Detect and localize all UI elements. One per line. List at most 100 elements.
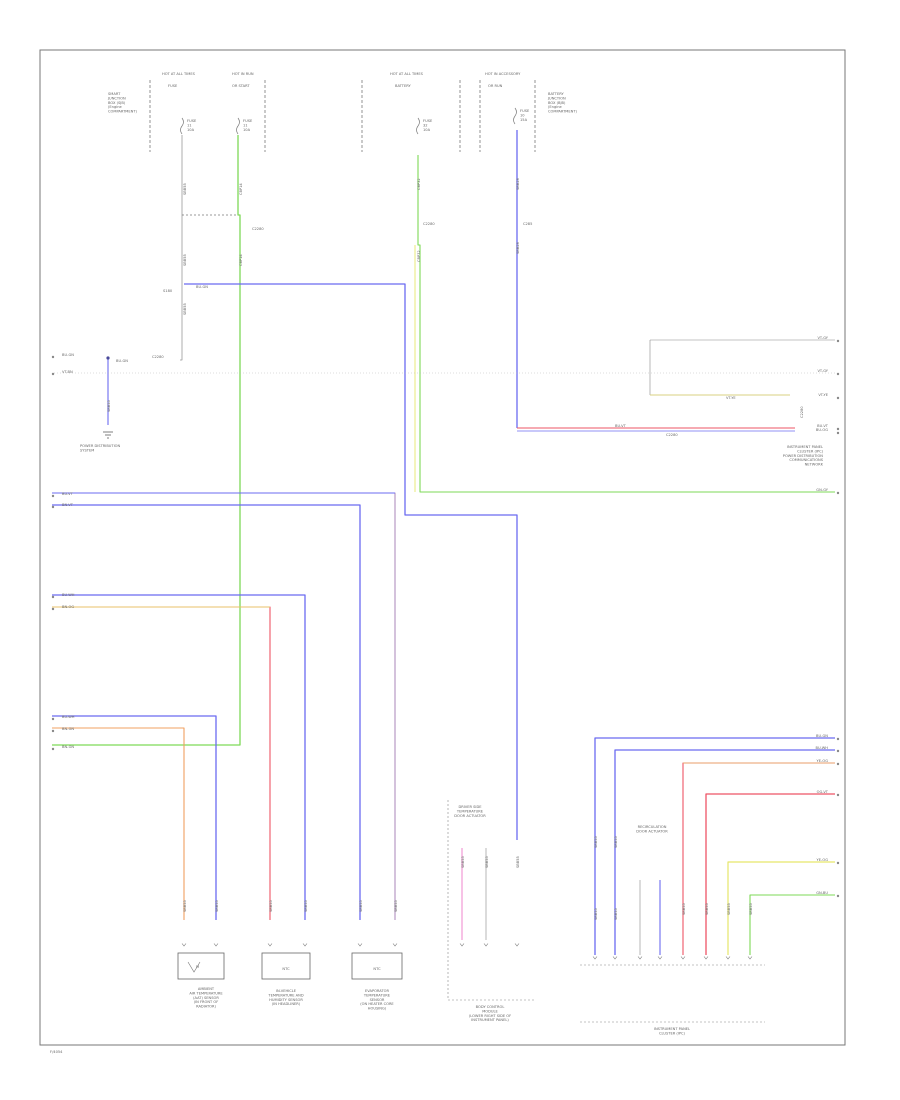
wc-fuse-b-2: CBP14 [239,254,243,266]
connector-glyph-13 [680,956,686,960]
wc-fuse-a-2: SBB55 [183,254,187,266]
connector-glyph-15 [725,956,731,960]
left-label-1b: BU-GN [116,359,128,363]
right-label-9: OG-VT [817,790,829,794]
connector-glyph-8 [514,943,520,947]
fuse-c-sub: BATTERY [395,84,412,88]
splice-s180 [106,356,110,360]
connector-glyph-12 [657,956,663,960]
bottom-wire-code-15: SBB55 [727,903,731,915]
right-pin-1 [836,372,840,376]
bottom-wire-code-14: SBB55 [705,903,709,915]
bottom-wire-code-9: SBB55 [594,908,598,920]
bottom-wire-code-16: SBB55 [749,903,753,915]
left-pin-4 [51,595,55,599]
fuse-a-sub: FUSE [168,84,178,88]
bottom-wire-code-7: SBB55 [485,856,489,868]
connector-glyph-3 [302,943,308,947]
wc-ground: SBB55 [107,400,111,412]
wire-s180-blue [184,283,518,840]
wire-ipc-1 [594,737,835,955]
left-pin-8 [51,747,55,751]
fuse-b-sub: OR START [232,84,250,88]
connector-glyph-7 [483,943,489,947]
fuse-c-header: HOT AT ALL TIMES [390,72,424,76]
bottom-wire-code-12: SBB55 [614,836,618,848]
bottom-wire-code-10: SBB55 [614,908,618,920]
wire-fuse-a-feed [180,135,183,361]
splice-label-b: C2280 [252,227,264,231]
right-pin-3 [836,427,840,431]
right-label-10: YE-OG [817,858,829,862]
left-label-4: BU-WH [62,593,75,597]
wire-ipc-4 [705,793,835,955]
right-pin-5 [836,491,840,495]
fuse-b-symbol [236,117,240,135]
wc-fuse-b: CBP14 [239,183,243,195]
wire-ipc-2 [614,749,835,955]
right-label-1: VT-GY [817,369,828,373]
left-label-5c: BN-GN [62,745,74,749]
left-pin-0 [51,355,55,359]
right-pin-7 [836,749,840,753]
diagram-frame [39,49,846,1046]
bottom-wire-code-13: SBB55 [682,903,686,915]
wire-fuse-c-green [417,155,835,493]
wc-fuse-c-2: CBP32 [417,250,421,262]
bottom-wire-code-2: SBB55 [269,900,273,912]
left-label-3: BU-VT [62,492,74,496]
connector-glyph-0 [181,943,187,947]
wc-fuse-c: CBP32 [417,178,421,190]
right-pin-4 [836,431,840,435]
connector-glyph-6 [459,943,465,947]
wc-fuse-a-3: SBB55 [183,303,187,315]
wc-fuse-a: SBB55 [183,183,187,195]
bottom-wire-code-1: SBB55 [215,900,219,912]
fuse-a-symbol [180,117,184,135]
splice-label-d: C285 [523,222,532,226]
connector-glyph-14 [703,956,709,960]
bottom-wire-code-4: SBB55 [359,900,363,912]
left-label-5b: BN-GN [62,727,74,731]
sensor3-box [351,952,403,980]
wire-left-4a [52,594,306,920]
right-label-2: VT-YE [818,393,828,397]
connector-glyph-4 [357,943,363,947]
bottom-wire-code-3: SBB55 [304,900,308,912]
right-label-3: BU-VT [817,424,829,428]
right-vertical-code: C2280 [800,406,804,418]
left-label-4b: BN-OG [62,605,74,609]
right-label-8: YE-OG [817,759,829,763]
wire-left-4b [52,606,271,920]
connector-main-label: C2280 [152,355,164,359]
wire-left-3b [52,504,361,920]
right-pin-11 [836,894,840,898]
wire-fuse-b-green [52,135,241,746]
connector-glyph-2 [267,943,273,947]
left-pin-1 [51,372,55,376]
left-label-3b: BN-VT [62,503,74,507]
wire-left-5a [52,715,217,920]
right-label-4: BU-OG [816,428,828,432]
bottom-wire-code-8: SBB55 [516,856,520,868]
sensor1-box-text: M [196,965,199,969]
left-pin-3 [51,505,55,509]
fuse-c-symbol [416,117,420,135]
right-pin-2 [836,396,840,400]
fuse-b-header: HOT IN RUN [232,72,254,76]
wc-fuse-d-2: SBB28 [516,242,520,254]
mid-label-red-1: BU-VT [615,424,627,428]
left-label-1: BU-GN [62,353,74,357]
right-label-5: GN-GY [816,488,829,492]
connector-glyph-10 [612,956,618,960]
connector-right-label: C2280 [666,433,678,437]
connector-glyph-16 [747,956,753,960]
footer-code: F/4054 [50,1050,63,1054]
label-top-bu-gn: BU-GN [196,285,208,289]
connector-glyph-1 [213,943,219,947]
